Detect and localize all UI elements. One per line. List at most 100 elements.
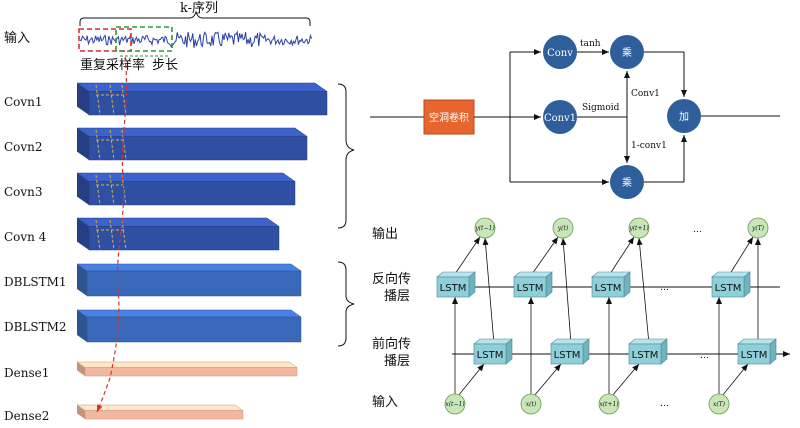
svg-text:LSTM: LSTM xyxy=(440,283,467,294)
svg-text:y(t−1): y(t−1) xyxy=(474,225,495,232)
bilstm-cells: LSTM LSTM y(t−1) x(t−1) LSTM LSTM y(t) x(t) LSTM… xyxy=(436,217,777,415)
bilstm-output-label: 输出 xyxy=(372,226,398,242)
svg-text:x(T): x(T) xyxy=(713,401,726,408)
ellipsis-input: … xyxy=(660,399,669,409)
conv1-node-label: Conv1 xyxy=(544,113,576,124)
step-label: 步长 xyxy=(152,58,178,73)
input-to-forward-t-plus-1 xyxy=(611,363,640,397)
backward-to-output-t xyxy=(529,236,559,278)
backward-lstm-t-minus-1: LSTM xyxy=(436,271,476,298)
layer-stack xyxy=(76,82,328,420)
layer-label-dense2: Dense2 xyxy=(4,409,49,423)
input-to-forward-t-minus-1 xyxy=(457,363,485,397)
feature-flow-path xyxy=(96,56,127,413)
dense2-block xyxy=(76,404,244,420)
svg-text:x(t−1): x(t−1) xyxy=(445,401,465,408)
dense1-block xyxy=(76,361,298,377)
covn2-block xyxy=(76,127,308,161)
svg-text:LSTM: LSTM xyxy=(554,350,581,361)
svg-text:LSTM: LSTM xyxy=(517,283,544,294)
svg-text:y(t): y(t) xyxy=(557,225,569,232)
mul-top-label: 乘 xyxy=(622,47,632,59)
output-node-t-minus-1: y(t−1) xyxy=(474,217,496,239)
forward-to-output-t xyxy=(560,237,572,345)
forward-lstm-t: LSTM xyxy=(550,338,590,365)
layer-label-covn2: Covn2 xyxy=(4,140,43,154)
kseq-label: k-序列 xyxy=(180,1,218,16)
input-to-forward-T xyxy=(721,363,749,397)
layer-label-covn1: Covn1 xyxy=(4,95,43,109)
layer-label-covn4: Covn 4 xyxy=(4,230,47,244)
mul-node-bottom xyxy=(610,165,644,199)
output-node-t: y(t) xyxy=(552,217,574,239)
forward-lstm-T: LSTM xyxy=(737,338,777,365)
layer-label-dblstm2: DBLSTM2 xyxy=(4,320,67,334)
backward-label-2: 播层 xyxy=(384,289,410,304)
svg-text:LSTM: LSTM xyxy=(715,283,742,294)
backward-to-output-t-plus-1 xyxy=(607,236,635,278)
backward-label-1: 反向传 xyxy=(372,271,411,287)
ellipsis-backward: … xyxy=(660,283,669,293)
input-node-t: x(t) xyxy=(520,393,542,415)
ellipsis-output: … xyxy=(693,225,702,235)
conv-brace xyxy=(337,83,355,229)
resample-label: 重复采样率 xyxy=(80,57,145,73)
dblstm1-block xyxy=(76,263,302,297)
input-waveform xyxy=(79,30,313,48)
add-label: 加 xyxy=(679,111,689,123)
forward-lstm-t-plus-1: LSTM xyxy=(628,338,668,365)
layer-label-covn3: Covn3 xyxy=(4,185,43,199)
sigmoid-label: Sigmoid xyxy=(582,103,620,113)
svg-text:LSTM: LSTM xyxy=(477,350,504,361)
input-label: 输入 xyxy=(4,30,30,46)
input-node-T: x(T) xyxy=(708,393,730,415)
ellipsis-forward: … xyxy=(700,351,709,361)
backward-lstm-T: LSTM xyxy=(711,271,751,298)
covn4-block xyxy=(76,217,280,251)
forward-label-2: 播层 xyxy=(384,354,410,369)
svg-text:LSTM: LSTM xyxy=(595,283,622,294)
tanh-label: tanh xyxy=(580,39,601,49)
kseq-brace xyxy=(79,10,311,26)
forward-to-output-t-minus-1 xyxy=(482,237,495,345)
svg-text:y(T): y(T) xyxy=(751,225,765,232)
input-node-t-plus-1: x(t+1) xyxy=(598,393,620,415)
input-to-forward-t xyxy=(533,363,562,397)
mul-bottom-label: 乘 xyxy=(622,177,632,189)
bilstm-input-label: 输入 xyxy=(372,394,398,410)
resample-window-red xyxy=(78,28,132,52)
svg-text:x(t+1): x(t+1) xyxy=(599,401,619,408)
covn1-block xyxy=(76,82,328,116)
backward-to-output-t-minus-1 xyxy=(452,236,481,278)
layer-label-dense1: Dense1 xyxy=(4,366,49,380)
output-node-T: y(T) xyxy=(747,217,769,239)
add-node xyxy=(667,99,701,133)
mul-node-top xyxy=(610,35,644,69)
backward-lstm-t: LSTM xyxy=(513,271,553,298)
conv1-node xyxy=(543,100,577,134)
svg-text:LSTM: LSTM xyxy=(632,350,659,361)
svg-text:LSTM: LSTM xyxy=(741,350,768,361)
conv-node xyxy=(543,35,577,69)
svg-text:y(t+1): y(t+1) xyxy=(628,225,649,232)
forward-lstm-t-minus-1: LSTM xyxy=(473,338,513,365)
forward-to-output-t-plus-1 xyxy=(636,237,650,345)
conv-node-label: Conv xyxy=(547,48,573,59)
dilated-conv-block xyxy=(423,99,475,135)
dblstm2-block xyxy=(76,309,302,343)
lstm-brace xyxy=(337,261,355,347)
input-node-t-minus-1: x(t−1) xyxy=(444,393,466,415)
backward-lstm-t-plus-1: LSTM xyxy=(591,271,631,298)
one-minus-conv1-label: 1-conv1 xyxy=(631,141,667,151)
dilated-conv-label: 空洞卷积 xyxy=(429,111,469,124)
layer-label-dblstm1: DBLSTM1 xyxy=(4,275,67,289)
forward-label-1: 前向传 xyxy=(372,336,411,352)
covn3-block xyxy=(76,172,296,206)
resample-window-green xyxy=(115,26,173,52)
backward-to-output-T xyxy=(727,236,754,278)
conv1-gate-label: Conv1 xyxy=(631,89,660,99)
output-node-t-plus-1: y(t+1) xyxy=(628,217,650,239)
svg-text:x(t): x(t) xyxy=(526,401,537,408)
